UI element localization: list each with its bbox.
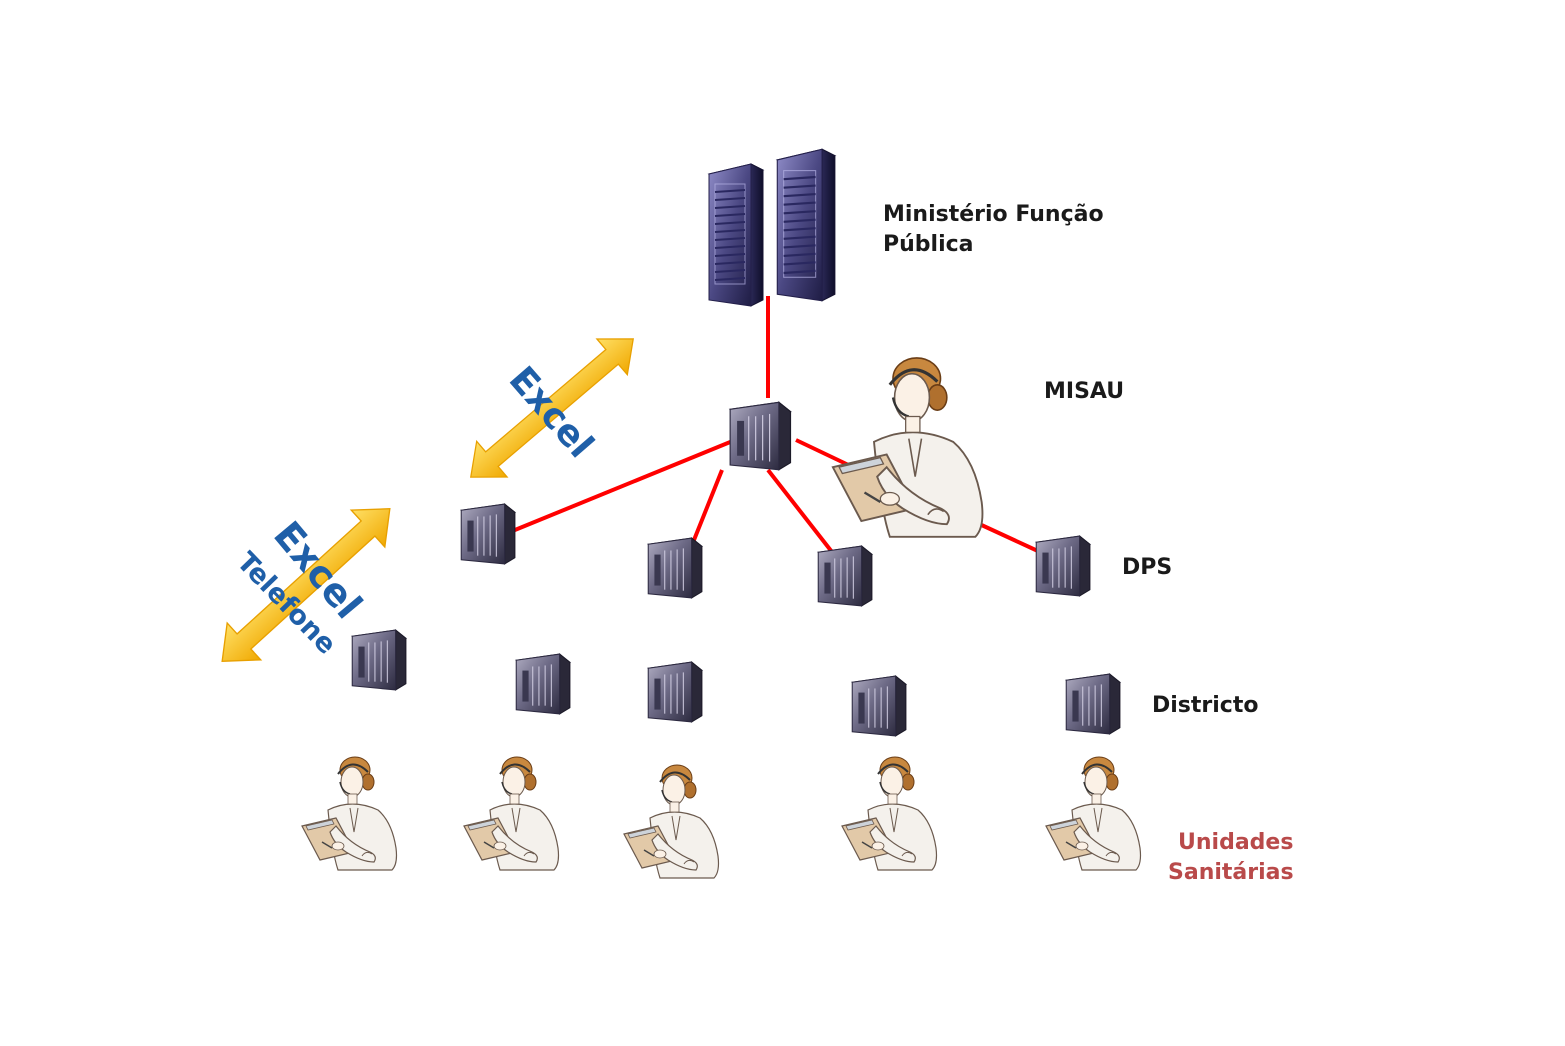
link-person-dps-4 [974, 520, 1041, 554]
link-misau-dps-2 [690, 469, 724, 546]
dps-servers [460, 503, 1091, 607]
dps-server-icon [1035, 535, 1091, 597]
label-unidades-line1: Unidades [1178, 830, 1294, 855]
link-misau-dps-1 [509, 436, 741, 534]
unidade-person-icon [1045, 756, 1142, 871]
label-dps: DPS [1122, 555, 1173, 580]
misau-server-icon [729, 401, 792, 471]
dps-server-icon [817, 545, 873, 607]
unidade-person-icon [623, 764, 720, 879]
dps-server-icon [647, 537, 703, 599]
districto-server-icon [851, 675, 907, 737]
unidade-person-icon [301, 756, 398, 871]
label-ministerio-line2: Pública [883, 232, 974, 257]
unidade-person-icon [463, 756, 560, 871]
link-misau-dps-3 [766, 468, 834, 554]
connection-lines [509, 296, 1041, 554]
unidade-person-icon [841, 756, 938, 871]
label-ministerio: Ministério Função Pública [883, 200, 1104, 260]
dps-server-icon [460, 503, 516, 565]
label-unidades-sanitarias: Unidades Sanitárias [1168, 828, 1294, 888]
districto-servers [351, 629, 1121, 737]
districto-server-icon [351, 629, 407, 691]
label-misau: MISAU [1044, 379, 1125, 404]
districto-server-icon [515, 653, 571, 715]
label-unidades-line2: Sanitárias [1168, 860, 1294, 885]
districto-server-icon [647, 661, 703, 723]
label-districto: Districto [1152, 693, 1259, 718]
unidades-people [301, 756, 1142, 879]
label-ministerio-line1: Ministério Função [883, 202, 1104, 227]
misau-person-icon [831, 356, 985, 539]
ministerio-server-icon [708, 147, 837, 307]
districto-server-icon [1065, 673, 1121, 735]
